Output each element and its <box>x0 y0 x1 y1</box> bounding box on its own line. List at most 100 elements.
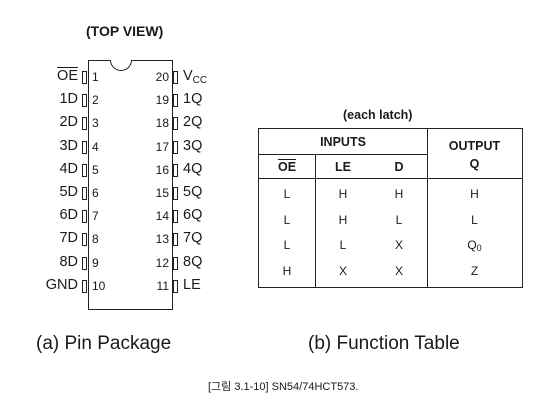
pin-name-right-14: 6Q <box>183 207 202 223</box>
pin-number-9: 9 <box>92 255 99 270</box>
col-header-d: D <box>394 160 404 174</box>
top-view-label: (TOP VIEW) <box>86 23 164 39</box>
pin-lead-16 <box>173 163 178 177</box>
pin-name-main: 4Q <box>183 160 203 177</box>
pin-name-left-5: 4D <box>59 160 78 177</box>
cell-oe-row-4: H <box>282 263 292 278</box>
pin-name-left-1: OE <box>57 68 78 84</box>
pin-name-left-10: GND <box>45 276 78 293</box>
pin-name-subscript: CC <box>192 75 208 86</box>
output-header: OUTPUT <box>448 139 501 153</box>
cell-d-row-4: X <box>394 263 403 278</box>
cell-q-row-4: Z <box>427 264 522 278</box>
pin-number-20: 20 <box>155 70 169 84</box>
pin-name-right-19: 1Q <box>183 91 202 107</box>
oe-le-divider <box>315 154 316 287</box>
pin-lead-11 <box>173 279 178 293</box>
pin-name-main: 6Q <box>183 207 203 224</box>
output-q-header: Q <box>469 157 480 171</box>
col-header-oe: OE <box>277 160 297 174</box>
pin-number-11: 11 <box>156 278 169 293</box>
pin-number-13: 13 <box>155 232 169 247</box>
pin-lead-19 <box>173 94 178 108</box>
pin-package-caption: (a) Pin Package <box>36 333 172 354</box>
pin-name-main: 2Q <box>183 114 203 131</box>
pin-name-left-4: 3D <box>59 137 78 154</box>
pin-name-left-6: 5D <box>59 184 78 200</box>
pin-number-4: 4 <box>92 139 99 154</box>
pin-number-3: 3 <box>92 116 99 131</box>
pin-lead-18 <box>173 117 178 131</box>
pin-number-12: 12 <box>155 255 169 270</box>
pin-name-right-12: 8Q <box>183 254 202 270</box>
inputs-header: INPUTS <box>320 135 366 149</box>
pin-lead-2 <box>82 94 87 108</box>
cell-q-row-1: H <box>427 187 522 201</box>
function-table-caption: (b) Function Table <box>308 333 460 354</box>
pin-lead-14 <box>173 210 178 224</box>
cell-q-value: Z <box>470 263 479 278</box>
pin-name-left-7: 6D <box>59 207 78 224</box>
cell-oe-row-3: L <box>283 238 291 252</box>
pin-name-right-20: VCC <box>183 68 207 86</box>
pin-name-main: V <box>183 68 193 84</box>
cell-le-row-1: H <box>338 187 348 201</box>
cell-oe-row-2: L <box>283 212 291 227</box>
pin-lead-8 <box>82 233 87 247</box>
pin-name-right-16: 4Q <box>183 161 202 177</box>
pin-name-main: 7Q <box>183 230 203 247</box>
cell-q-value: H <box>470 187 479 201</box>
pin-lead-12 <box>173 256 178 270</box>
pin-name-right-13: 7Q <box>183 230 202 246</box>
cell-d-row-1: H <box>394 187 404 201</box>
pin-number-19: 19 <box>155 93 169 108</box>
pin-lead-13 <box>173 233 178 247</box>
cell-d-row-3: X <box>394 238 403 252</box>
inputs-header-rule <box>259 154 427 155</box>
cell-le-row-3: L <box>339 238 347 252</box>
pin-lead-17 <box>173 140 178 154</box>
cell-q-value: Q <box>467 238 477 252</box>
each-latch-note: (each latch) <box>343 108 413 122</box>
pin-number-16: 16 <box>155 162 169 177</box>
pin-name-main: 8Q <box>183 253 203 270</box>
cell-q-row-2: L <box>427 213 522 227</box>
pin-name-left-8: 7D <box>59 230 78 247</box>
cell-d-row-2: L <box>395 212 403 227</box>
pin-lead-20 <box>173 71 178 84</box>
pin-number-6: 6 <box>92 186 99 200</box>
pin-lead-1 <box>82 71 87 84</box>
pin-number-18: 18 <box>155 116 169 131</box>
pin-name-right-15: 5Q <box>183 184 202 200</box>
pin-name-right-11: LE <box>183 277 201 293</box>
cell-oe-row-1: L <box>283 187 291 201</box>
pin-number-15: 15 <box>155 186 169 200</box>
pin-name-left-2: 1D <box>59 91 78 108</box>
figure-caption: [그림 3.1-10] SN54/74HCT573. <box>208 381 359 393</box>
pin-lead-5 <box>82 163 87 177</box>
cell-q-row-3: Q0 <box>427 238 522 253</box>
pin-number-2: 2 <box>92 93 99 108</box>
pin-lead-4 <box>82 140 87 154</box>
cell-le-row-4: X <box>338 263 347 278</box>
cell-q-value: L <box>471 212 478 227</box>
cell-le-row-2: H <box>338 212 348 227</box>
pin-number-17: 17 <box>155 139 169 154</box>
pin-lead-3 <box>82 117 87 131</box>
col-header-le: LE <box>335 160 351 174</box>
pin-name-right-18: 2Q <box>183 114 202 130</box>
pin-lead-6 <box>82 187 87 200</box>
pin-number-5: 5 <box>92 162 99 177</box>
pin-name-right-17: 3Q <box>183 138 202 154</box>
pin-number-10: 10 <box>92 278 106 293</box>
pin-name-left-9: 8D <box>59 253 78 270</box>
pin-number-1: 1 <box>92 70 99 84</box>
cell-q-subscript: 0 <box>476 243 482 253</box>
pin-number-14: 14 <box>155 209 169 224</box>
pin-name-main: 5Q <box>183 184 203 200</box>
pin-lead-9 <box>82 256 87 270</box>
ic-package-body <box>88 60 173 310</box>
pin-number-8: 8 <box>92 232 99 247</box>
pin-lead-10 <box>82 279 87 293</box>
